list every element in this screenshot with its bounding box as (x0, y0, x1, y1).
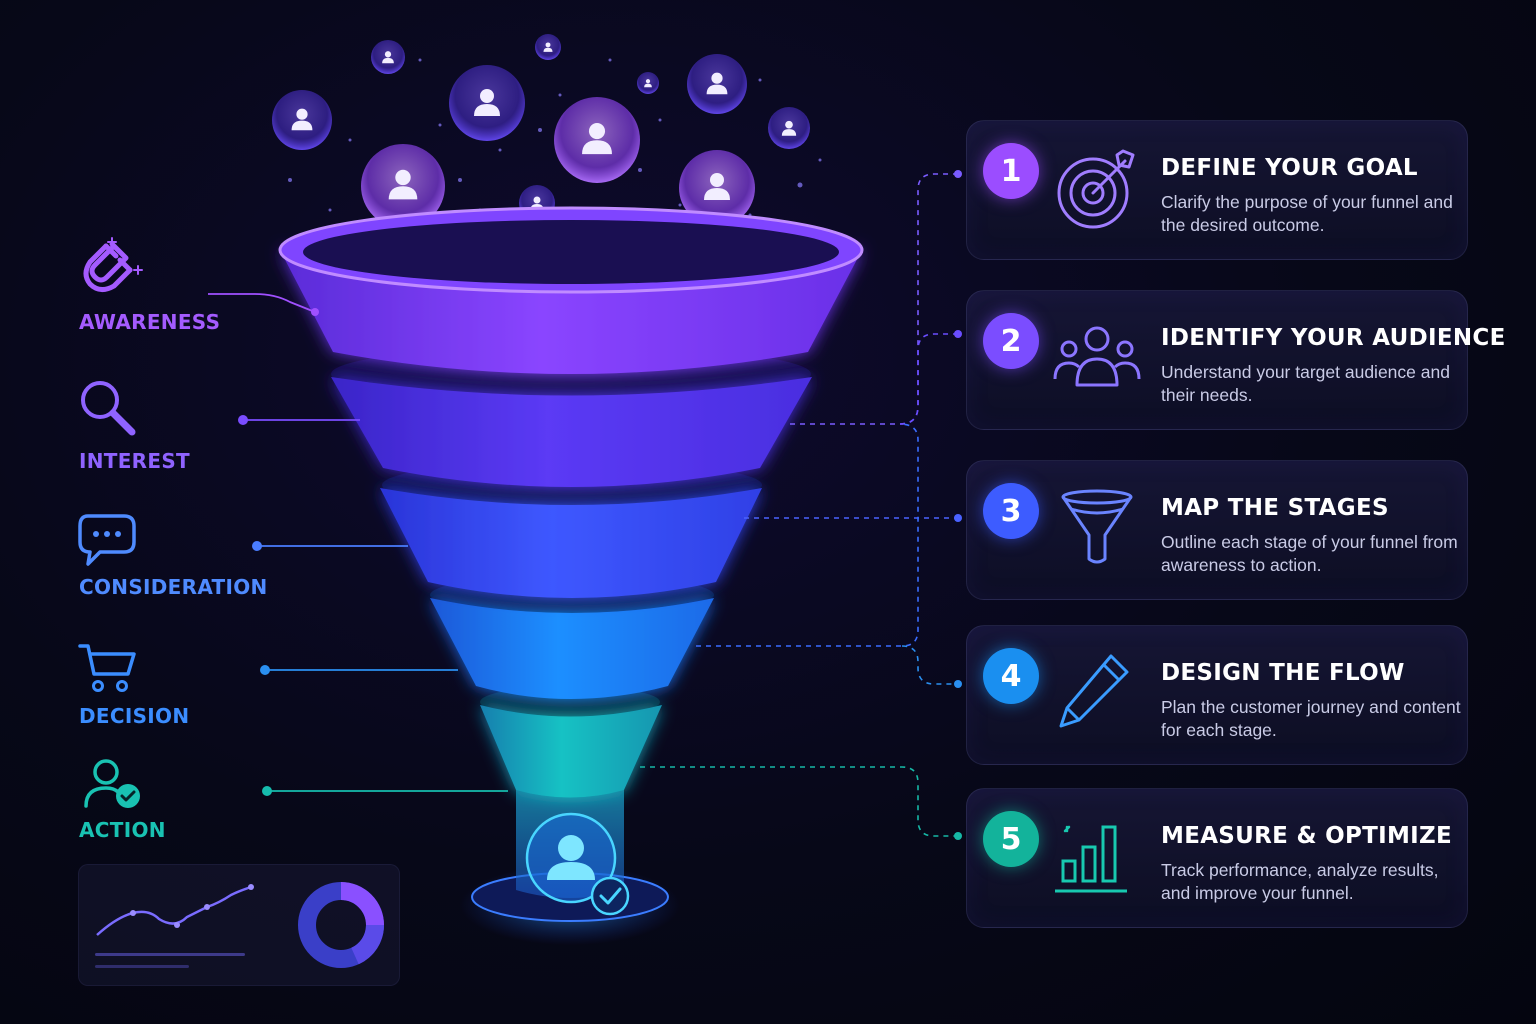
user-check-icon (84, 759, 140, 808)
step-title: MEASURE & OPTIMIZE (1161, 823, 1453, 849)
step-number-badge: 4 (983, 648, 1039, 704)
step-card-1: 1 DEFINE YOUR GOAL Clarify the purpose o… (966, 120, 1468, 260)
step-description: Clarify the purpose of your funnel and t… (1161, 192, 1453, 235)
step-card-2: 2 IDENTIFY YOUR AUDIENCE Understand your… (966, 290, 1505, 430)
audience-icon (1053, 326, 1141, 387)
magnifier-icon (81, 381, 136, 436)
step-title: IDENTIFY YOUR AUDIENCE (1161, 325, 1506, 351)
bubble-group (272, 34, 810, 228)
magnet-icon (83, 237, 143, 292)
step-title: MAP THE STAGES (1161, 495, 1389, 521)
stage-label-awareness: AWARENESS (79, 310, 221, 334)
bar-chart-icon (1055, 825, 1127, 893)
step-number-badge: 5 (983, 811, 1039, 867)
analytics-thumbnail-graphic (95, 882, 384, 968)
step-card-5: 5 MEASURE & OPTIMIZE Track performance, … (966, 788, 1468, 928)
step-number-badge: 3 (983, 483, 1039, 539)
analytics-thumbnail (78, 864, 400, 986)
step-card-4: 4 DESIGN THE FLOW Plan the customer jour… (966, 625, 1468, 765)
chat-bubble-icon (78, 514, 136, 566)
step-description: Understand your target audience and thei… (1161, 362, 1450, 405)
converted-user-icon (525, 812, 630, 916)
target-icon (1057, 149, 1135, 229)
stage-label-action: ACTION (79, 818, 166, 842)
step-card-3: 3 MAP THE STAGES Outline each stage of y… (966, 460, 1468, 600)
stage-label-interest: INTEREST (79, 449, 190, 473)
step-description: Track performance, analyze results, and … (1161, 860, 1439, 903)
step-number-badge: 2 (983, 313, 1039, 369)
shopping-cart-icon (78, 644, 136, 692)
step-title: DESIGN THE FLOW (1161, 660, 1405, 686)
step-description: Plan the customer journey and content fo… (1161, 697, 1461, 740)
step-number-badge: 1 (983, 143, 1039, 199)
stage-label-decision: DECISION (79, 704, 190, 728)
stage-label-consideration: CONSIDERATION (79, 575, 268, 599)
funnel-icon (1061, 489, 1133, 564)
pencil-icon (1059, 654, 1129, 728)
step-title: DEFINE YOUR GOAL (1161, 155, 1418, 181)
step-description: Outline each stage of your funnel from a… (1161, 532, 1458, 575)
